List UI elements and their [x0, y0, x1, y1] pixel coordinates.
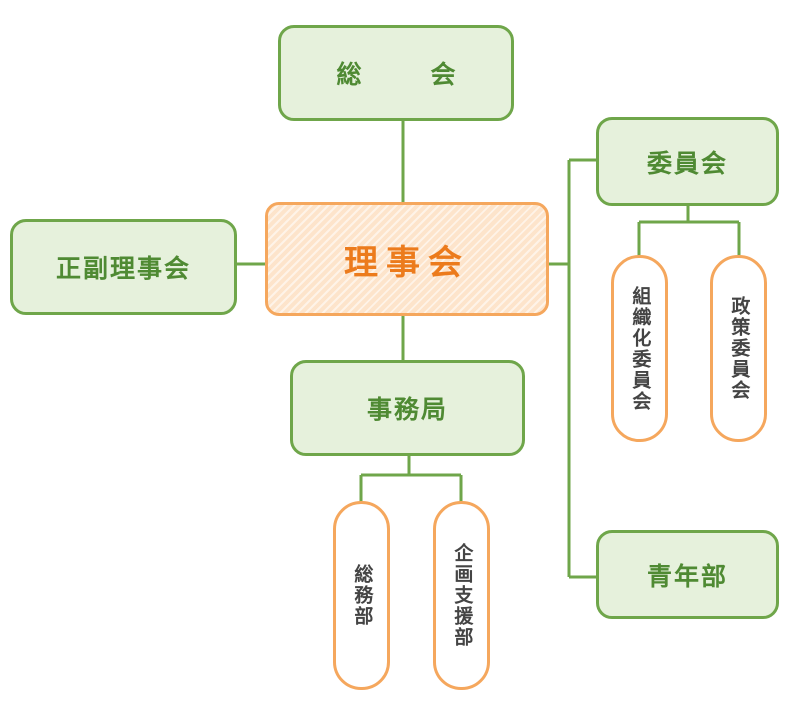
- node-planning-support: 企画支援部: [433, 501, 490, 690]
- node-policy-committee-label: 政策委員会: [728, 296, 751, 401]
- node-general-affairs-label: 総務部: [351, 564, 374, 627]
- node-general-assembly-label: 総 会: [336, 60, 478, 89]
- node-committee: 委員会: [596, 117, 779, 206]
- node-organizing-committee-label: 組織化委員会: [629, 285, 652, 412]
- node-general-affairs: 総務部: [333, 501, 390, 690]
- node-policy-committee: 政策委員会: [710, 255, 767, 442]
- node-organizing-committee: 組織化委員会: [611, 255, 668, 442]
- node-vice-chair-label: 正副理事会: [55, 254, 191, 283]
- node-board: 理事会: [265, 202, 549, 316]
- node-secretariat: 事務局: [290, 360, 525, 456]
- node-secretariat-label: 事務局: [366, 395, 448, 424]
- node-youth: 青年部: [596, 530, 779, 619]
- node-committee-label: 委員会: [646, 148, 728, 178]
- node-youth-label: 青年部: [646, 561, 728, 591]
- node-general-assembly: 総 会: [278, 25, 514, 121]
- node-planning-support-label: 企画支援部: [451, 543, 474, 648]
- node-board-label: 理事会: [344, 242, 470, 283]
- node-vice-chair: 正副理事会: [10, 219, 237, 315]
